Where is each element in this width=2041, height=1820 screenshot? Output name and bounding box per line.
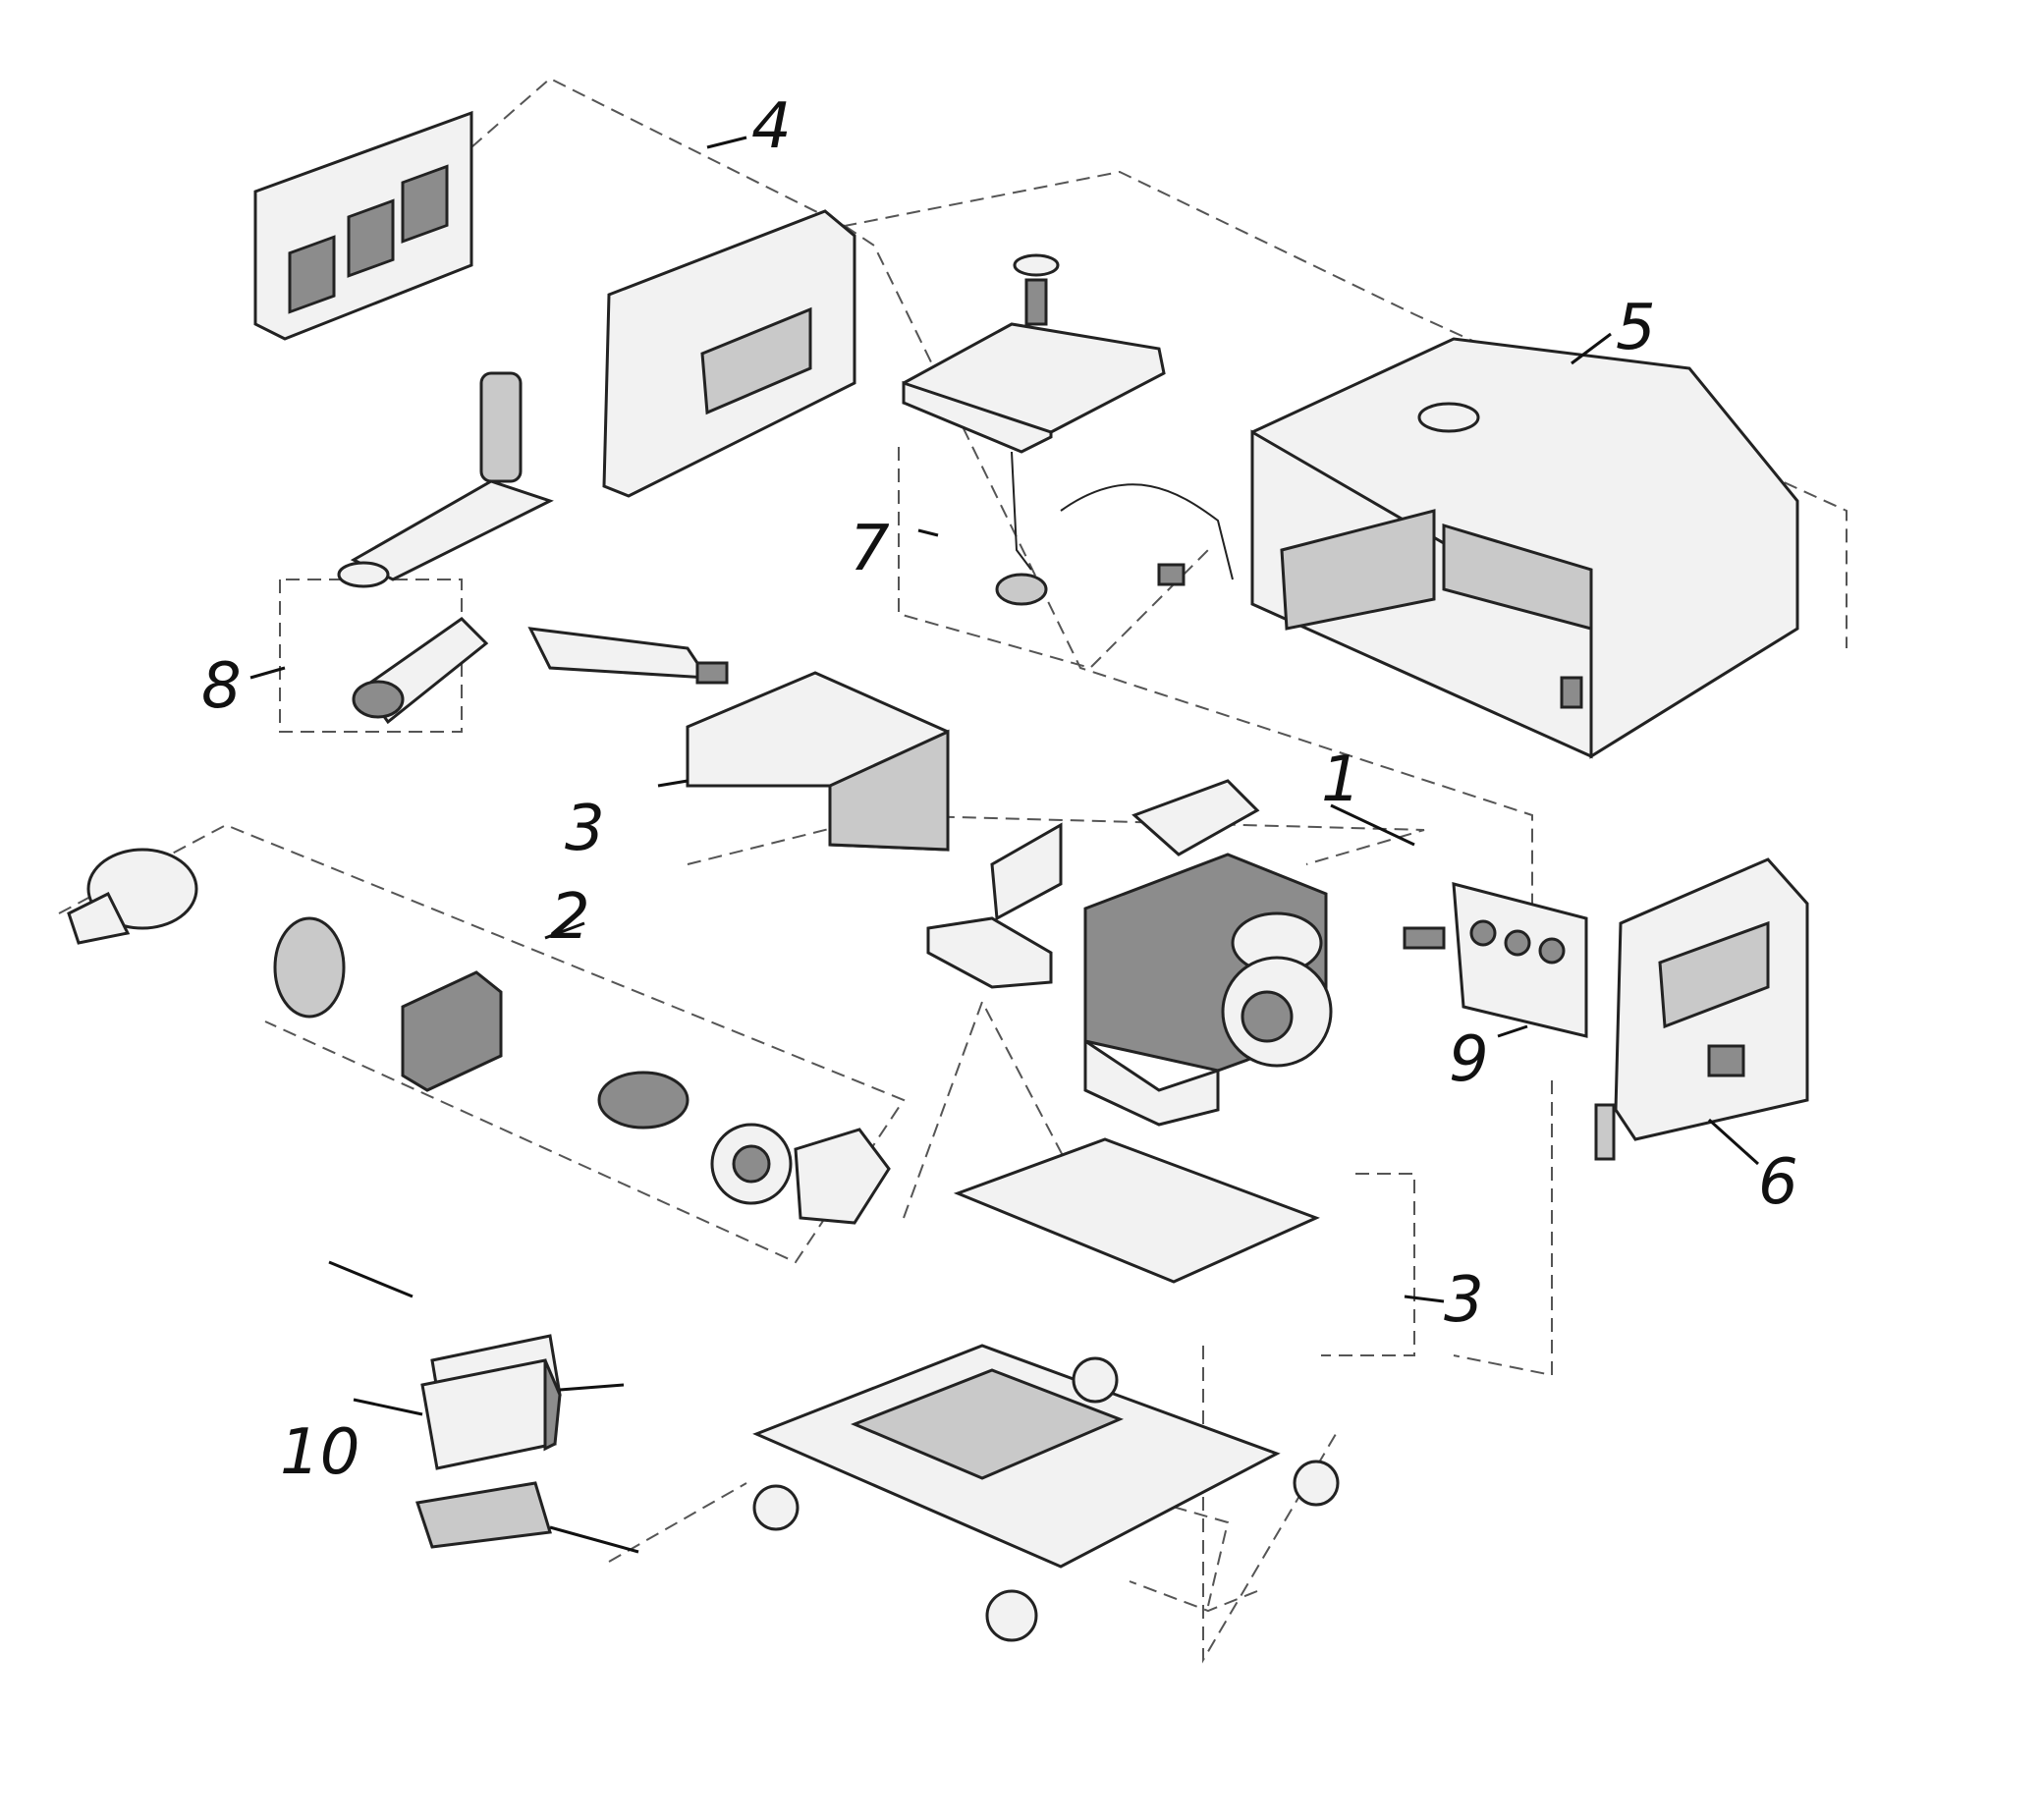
side-panel	[1594, 857, 1809, 1161]
engine-assembly	[1083, 779, 1333, 1127]
group-outlines	[58, 77, 1848, 1664]
frame-lower-assembly	[752, 1137, 1340, 1642]
top-cover	[1250, 337, 1799, 759]
callout-muffler: 8	[201, 650, 242, 723]
rear-panel-assembly	[253, 110, 856, 498]
callout-fuel-tank: 7	[850, 513, 890, 585]
callout-top-cover: 5	[1616, 292, 1656, 364]
callout-frame-lower: 3	[1444, 1264, 1484, 1337]
muffler-assembly	[337, 371, 729, 725]
leader-lines	[249, 136, 1760, 1554]
control-panel	[1403, 882, 1588, 1038]
frame-upper-assembly	[686, 671, 1063, 989]
callout-alternator: 2	[550, 881, 590, 954]
battery-assembly	[415, 1334, 562, 1549]
fuel-tank-assembly	[902, 253, 1234, 606]
callouts: 1 2 3 3 4 5 6 7 8 9 10	[201, 90, 1798, 1489]
callout-rear-panel: 4	[751, 90, 792, 163]
alternator-assembly	[67, 848, 891, 1225]
callout-frame-upper: 3	[565, 793, 605, 865]
callout-battery: 10	[280, 1416, 359, 1489]
callout-engine: 1	[1321, 744, 1361, 816]
callout-control-panel: 9	[1449, 1023, 1489, 1096]
callout-side-panel: 6	[1758, 1146, 1798, 1219]
